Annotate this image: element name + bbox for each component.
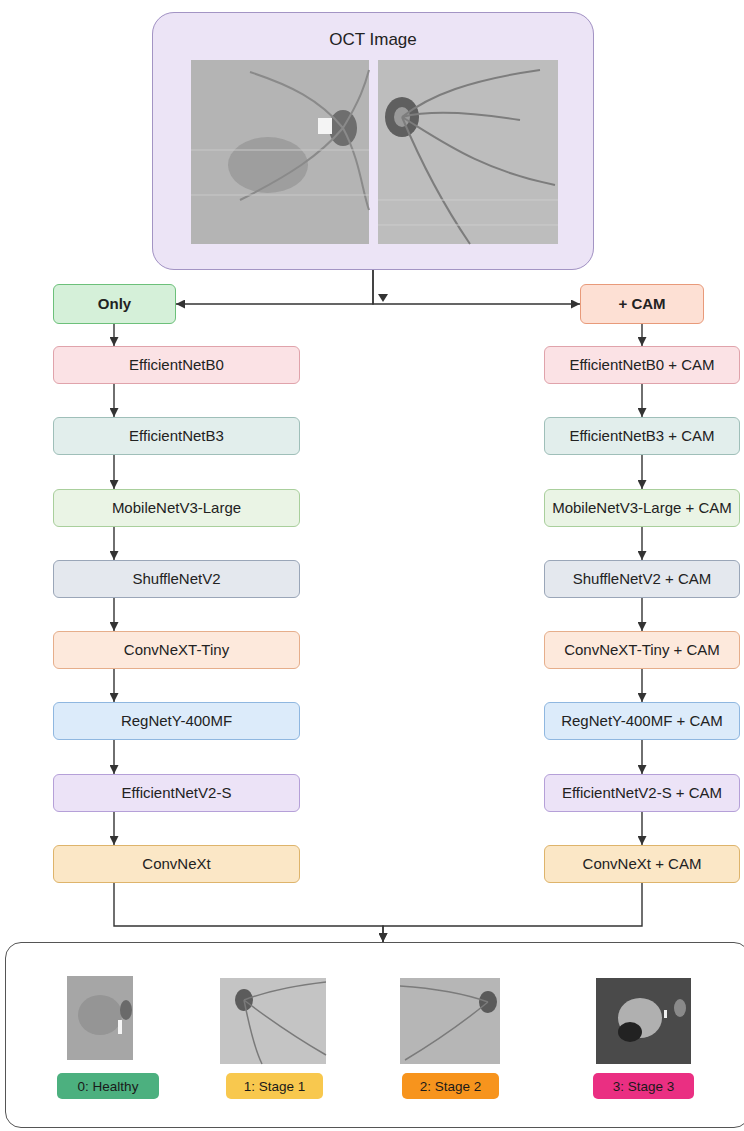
connector [641,455,642,489]
output-panel: 0: Healthy 1: Stage 1 2: Stage 2 3: Stage 3 [5,942,744,1128]
connector [641,384,642,417]
class-label: 0: Healthy [57,1073,159,1099]
node-text: EfficientNetV2-S [122,784,232,802]
node-text: ConvNeXt + CAM [583,855,702,873]
connector [113,598,114,631]
oct-image [378,60,558,244]
node-text: EfficientNetB0 [129,356,224,374]
connector [641,812,642,845]
connector [113,384,114,417]
node-text: ShuffleNetV2 [132,570,220,588]
connector [641,324,642,346]
node-text: ConvNeXt [142,855,210,873]
oct-image [191,60,369,244]
connector [113,740,114,774]
branch-box: Only [53,284,176,324]
model-box: EfficientNetB0 [53,346,300,384]
connector [641,740,642,774]
model-box: ConvNeXt + CAM [544,845,740,883]
node-text: ConvNeXT-Tiny [124,641,229,659]
connector [641,527,642,560]
model-box: EfficientNetV2-S [53,774,300,812]
model-box: ShuffleNetV2 + CAM [544,560,740,598]
node-text: OCT Image [329,30,417,49]
class-label: 3: Stage 3 [593,1073,694,1099]
connector [113,812,114,845]
node-text: MobileNetV3-Large + CAM [552,499,732,517]
model-box: RegNetY-400MF [53,702,300,740]
node-text: 0: Healthy [78,1079,139,1094]
node-text: RegNetY-400MF [121,712,232,730]
connector [641,669,642,702]
node-text: RegNetY-400MF + CAM [561,712,723,730]
class-image [220,978,326,1064]
node-text: 3: Stage 3 [613,1079,675,1094]
connector [114,883,383,942]
node-text: EfficientNetB3 [129,427,224,445]
panel-fill [152,12,594,270]
connector [383,883,642,942]
connector [373,270,580,304]
model-box: ShuffleNetV2 [53,560,300,598]
model-box: EfficientNetB3 + CAM [544,417,740,455]
junction-arrowhead [378,294,388,302]
model-box: ConvNeXT-Tiny [53,631,300,669]
connector [113,669,114,702]
node-text: ConvNeXT-Tiny + CAM [564,641,720,659]
connector [176,270,373,304]
model-box: MobileNetV3-Large [53,489,300,527]
node-text: EfficientNetV2-S + CAM [562,784,722,802]
node-text: + CAM [618,295,665,313]
connector [641,598,642,631]
model-box: ConvNeXT-Tiny + CAM [544,631,740,669]
connector [113,527,114,560]
class-image [596,978,691,1064]
class-label: 2: Stage 2 [402,1073,499,1099]
model-box: RegNetY-400MF + CAM [544,702,740,740]
node-text: 2: Stage 2 [420,1079,482,1094]
model-box: EfficientNetB0 + CAM [544,346,740,384]
model-box: EfficientNetV2-S + CAM [544,774,740,812]
model-box: EfficientNetB3 [53,417,300,455]
node-text: MobileNetV3-Large [112,499,241,517]
class-image [400,978,500,1064]
model-box: ConvNeXt [53,845,300,883]
class-label: 1: Stage 1 [226,1073,323,1099]
connector [113,455,114,489]
node-text: ShuffleNetV2 + CAM [573,570,712,588]
connector [113,324,114,346]
input-panel: OCT Image [152,12,594,270]
node-text: EfficientNetB3 + CAM [569,427,714,445]
node-text: Only [98,295,131,313]
node-text: 1: Stage 1 [244,1079,306,1094]
class-image [67,976,133,1060]
node-text: EfficientNetB0 + CAM [569,356,714,374]
model-box: MobileNetV3-Large + CAM [544,489,740,527]
branch-box: + CAM [580,284,704,324]
